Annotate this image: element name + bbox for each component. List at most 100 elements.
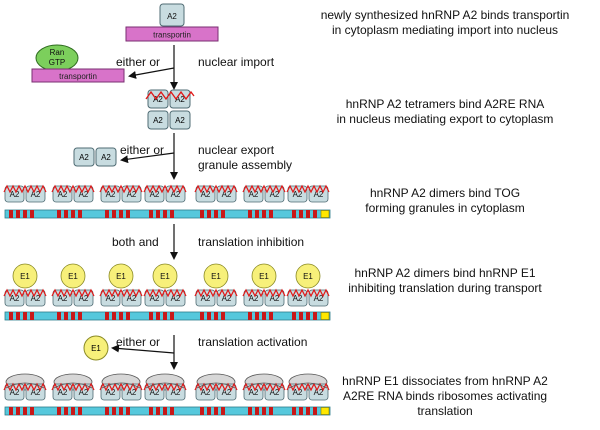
e1-label: E1 — [116, 272, 126, 281]
a2re-element — [119, 210, 123, 218]
a2-subunit — [169, 110, 191, 130]
a2re-element — [78, 407, 82, 415]
a2-label: A2 — [10, 388, 20, 397]
a2re-element — [221, 312, 225, 320]
a2-label: A2 — [127, 294, 137, 303]
ribosome-outline — [101, 382, 141, 389]
a2-label: A2 — [222, 294, 232, 303]
a2re-element — [170, 210, 174, 218]
a2re-rna-wave — [99, 382, 143, 392]
e1-label: E1 — [20, 272, 30, 281]
rna-end-marker — [320, 407, 330, 415]
a2re-element — [156, 312, 160, 320]
a2-label: A2 — [175, 95, 185, 104]
a2-subunit — [25, 185, 46, 203]
e1-circle — [295, 263, 321, 289]
a2re-element — [262, 312, 266, 320]
a2re-rna-wave — [286, 184, 330, 194]
a2-label: A2 — [222, 190, 232, 199]
a2-label: A2 — [106, 294, 116, 303]
a2re-rna-wave — [286, 382, 330, 392]
a2re-rna-wave — [3, 288, 47, 298]
a2-subunit — [100, 185, 121, 203]
description-line: in cytoplasm mediating import into nucle… — [331, 23, 559, 37]
a2-label: A2 — [171, 388, 181, 397]
a2re-element — [299, 210, 303, 218]
a2-label: A2 — [171, 294, 181, 303]
ribosome-outline — [196, 382, 236, 389]
a2re-element — [105, 407, 109, 415]
free-a2-dimer: A2 A2 — [73, 147, 117, 167]
a2re-element — [163, 210, 167, 218]
a2-label: A2 — [201, 294, 211, 303]
a2-transportin-complex: A2 transportin — [125, 3, 219, 42]
a2re-element — [149, 210, 153, 218]
rna-end-marker — [320, 312, 330, 320]
a2re-rna-wave — [143, 288, 187, 298]
a2re-element — [156, 210, 160, 218]
description-line: A2RE RNA binds ribosomes activating — [342, 389, 548, 403]
a2re-element — [30, 407, 34, 415]
a2-subunit — [4, 289, 25, 307]
description-line: inhibiting translation during transport — [348, 281, 542, 295]
a2re-rna-wave — [143, 382, 187, 392]
e1-label: E1 — [303, 272, 313, 281]
a2re-element — [126, 210, 130, 218]
a2-subunit — [147, 110, 169, 130]
a2-subunit — [216, 289, 237, 307]
a2-label: A2 — [293, 388, 303, 397]
a2-label: A2 — [249, 190, 259, 199]
e1-circle — [108, 263, 134, 289]
a2-subunit — [243, 185, 264, 203]
a2re-element — [112, 312, 116, 320]
a2re-element — [207, 407, 211, 415]
a2re-element — [214, 312, 218, 320]
a2re-element — [262, 407, 266, 415]
a2re-rna-wave — [194, 382, 238, 392]
rna-strand — [4, 209, 331, 219]
a2re-rna-wave — [99, 184, 143, 194]
a2-label: A2 — [293, 190, 303, 199]
a2re-element — [30, 312, 34, 320]
step2-right-label: nuclear export — [198, 143, 275, 157]
a2-subunit — [195, 185, 216, 203]
e1-circle — [203, 263, 229, 289]
rna-end-marker — [320, 210, 330, 218]
transportin-label: transportin — [153, 31, 191, 40]
a2-subunit — [216, 185, 237, 203]
a2-subunit — [73, 289, 94, 307]
a2-subunit — [144, 185, 165, 203]
a2-label: A2 — [79, 190, 89, 199]
description-line: forming granules in cytoplasm — [365, 201, 525, 215]
a2-subunit — [308, 185, 329, 203]
a2-subunit — [264, 289, 285, 307]
a2-subunit — [95, 147, 117, 167]
a2-label: A2 — [150, 388, 160, 397]
a2re-element — [207, 312, 211, 320]
description-1: newly synthesized hnRNP A2 binds transpo… — [300, 8, 590, 38]
a2-subunit — [243, 383, 264, 401]
a2-subunit — [144, 289, 165, 307]
description-5: hnRNP E1 dissociates from hnRNP A2 A2RE … — [300, 374, 590, 419]
a2-label: A2 — [150, 190, 160, 199]
transportin-bar — [125, 26, 219, 42]
ran-gtp-transportin-complex: Ran GTP transportin — [31, 44, 125, 83]
a2re-rna-wave — [242, 288, 286, 298]
a2re-element — [299, 407, 303, 415]
a2-label: A2 — [153, 116, 163, 125]
a2-subunit — [144, 383, 165, 401]
arrow-release-dimer — [120, 152, 175, 164]
a2re-rna-wave — [194, 184, 238, 194]
a2re-element — [306, 210, 310, 218]
a2re-element — [214, 210, 218, 218]
a2-label: A2 — [314, 294, 324, 303]
